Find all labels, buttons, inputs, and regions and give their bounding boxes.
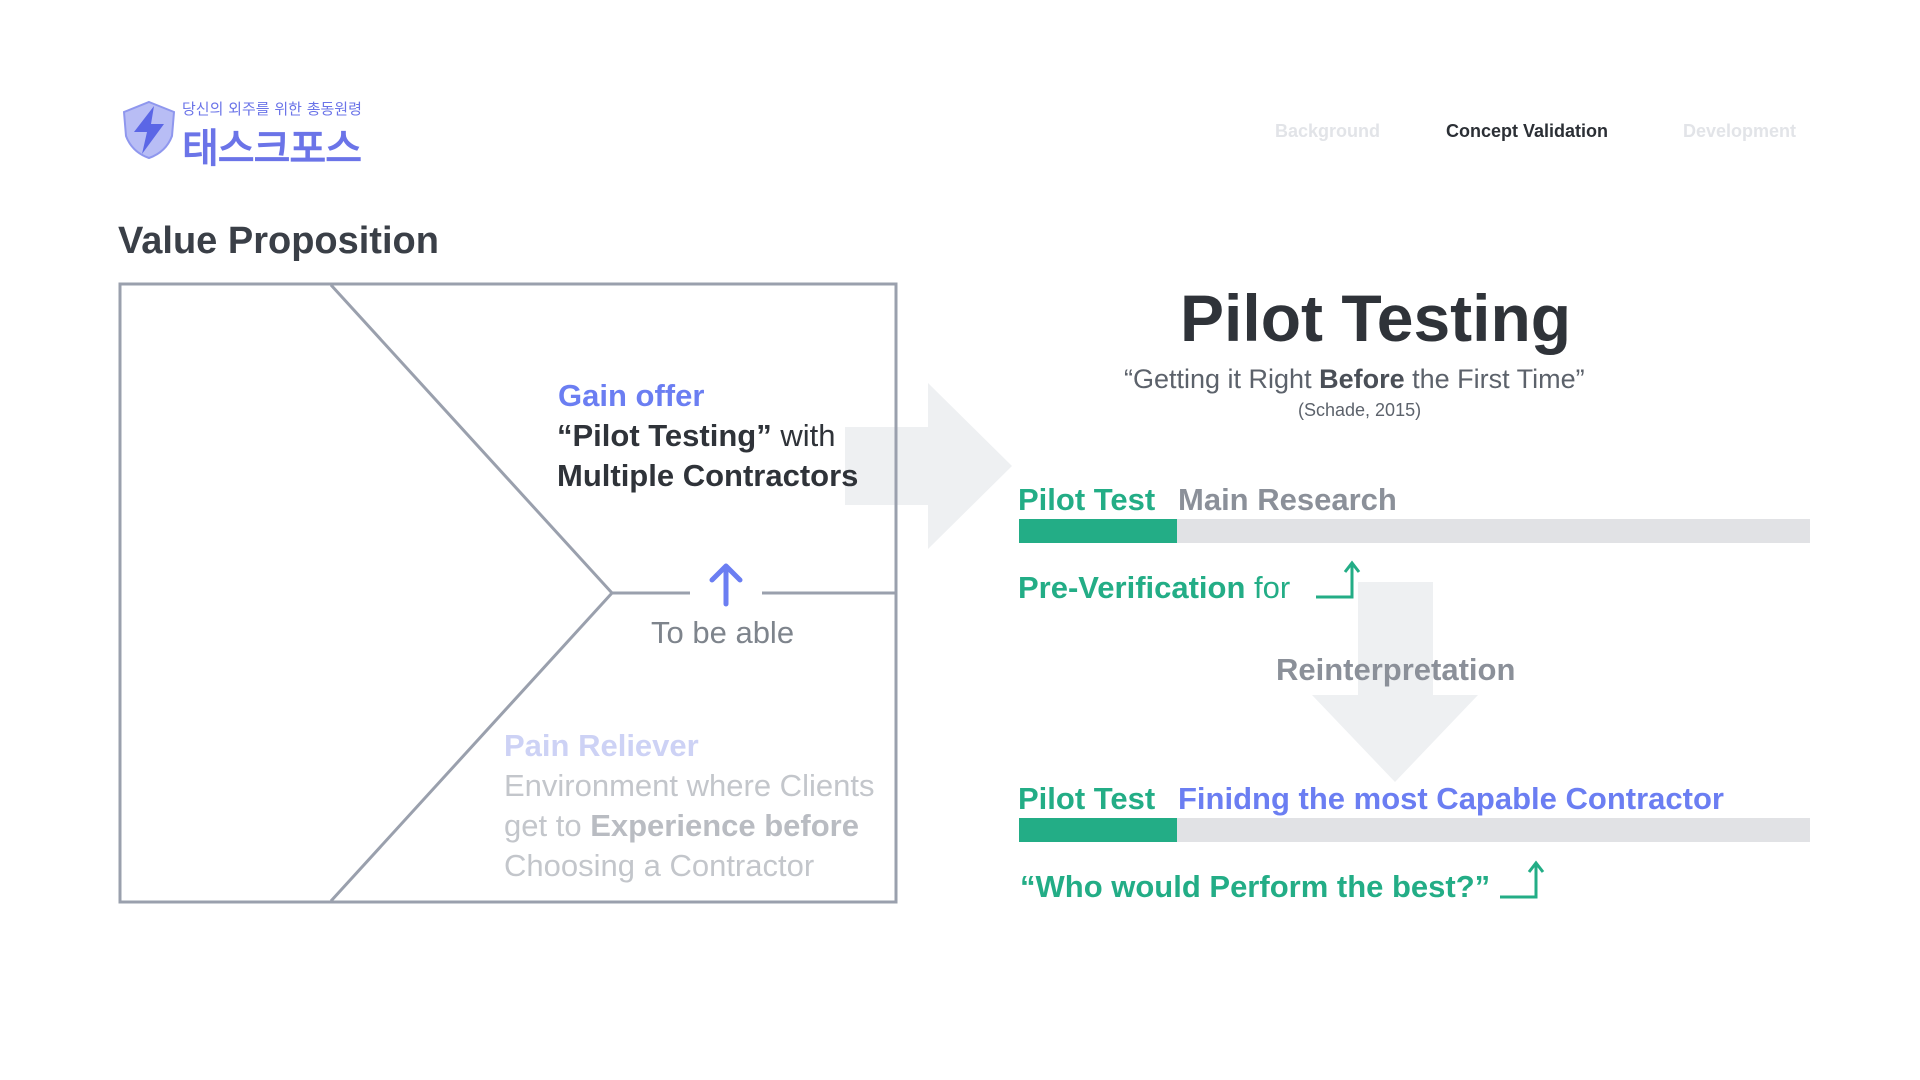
logo-name: 태스크포스 xyxy=(182,126,362,172)
pilot-test-label-1: Pilot Test xyxy=(1018,482,1156,517)
down-arrow-shape xyxy=(1312,582,1478,782)
progress-bar-1 xyxy=(1019,519,1810,543)
reinterpretation-text: Reinterpretation xyxy=(1276,652,1516,687)
pilot-test-label-2: Pilot Test xyxy=(1018,781,1156,816)
progress-bar-2 xyxy=(1019,818,1810,842)
nav-concept-validation[interactable]: Concept Validation xyxy=(1446,121,1609,141)
capable-contractor-label: Finidng the most Capable Contractor xyxy=(1178,781,1724,816)
pilot-testing-title: Pilot Testing xyxy=(1180,281,1572,355)
pain-reliever-heading: Pain Reliever xyxy=(504,728,699,763)
gain-offer-line2: Multiple Contractors xyxy=(557,458,859,493)
up-arrow-icon xyxy=(709,563,743,607)
step-up-arrow-icon-2 xyxy=(1500,860,1545,899)
pain-reliever-line3: Choosing a Contractor xyxy=(504,848,815,883)
lightning-shield-icon xyxy=(122,100,176,160)
nav-development[interactable]: Development xyxy=(1683,121,1797,141)
who-would-perform-question: “Who would Perform the best?” xyxy=(1020,869,1491,904)
pre-verification-text: Pre-Verification for xyxy=(1018,570,1291,605)
section-title: Value Proposition xyxy=(118,220,439,262)
gain-offer-heading: Gain offer xyxy=(558,378,705,413)
progress-bar-1-fill xyxy=(1019,519,1178,543)
pain-reliever-line2: get to Experience before xyxy=(504,808,859,843)
gain-offer-line1: “Pilot Testing” with xyxy=(557,418,836,453)
logo-tagline: 당신의 외주를 위한 총동원령 xyxy=(182,100,362,118)
citation: (Schade, 2015) xyxy=(1298,400,1422,420)
step-up-arrow-icon xyxy=(1316,560,1361,599)
to-be-able-caption: To be able xyxy=(651,615,795,650)
pain-reliever-line1: Environment where Clients xyxy=(504,768,875,803)
right-arrow-shape xyxy=(845,383,1012,549)
value-proposition-frame xyxy=(118,282,898,904)
main-research-label: Main Research xyxy=(1178,482,1397,517)
progress-bar-2-fill xyxy=(1019,818,1178,842)
quote: “Getting it Right Before the First Time” xyxy=(1124,364,1585,394)
nav-background[interactable]: Background xyxy=(1275,121,1381,141)
